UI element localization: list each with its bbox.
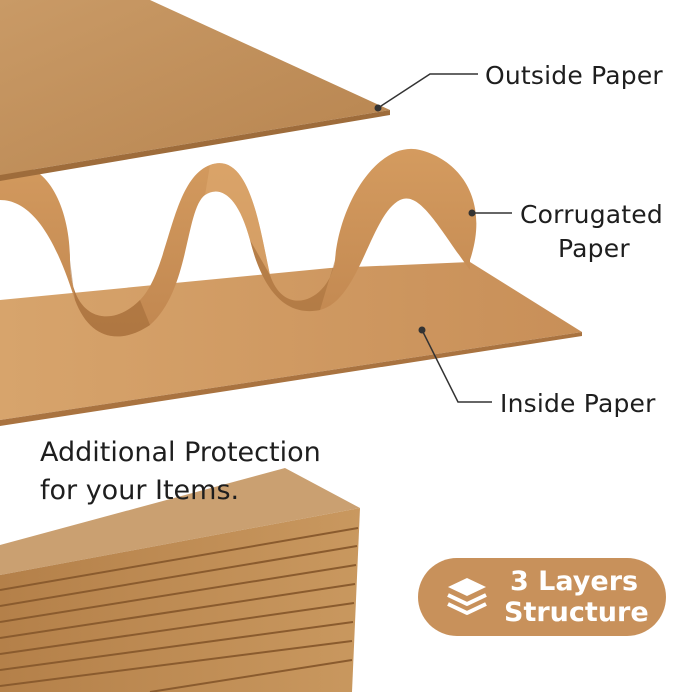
badge-line1: 3 Layers (510, 566, 639, 597)
outside-paper-leader (377, 73, 478, 109)
layers-icon (447, 578, 487, 615)
outside-paper-edge (0, 110, 390, 181)
flute-shadow-1 (70, 260, 150, 337)
corrugated-label-line2: Paper (558, 234, 630, 263)
outside-paper-sheet (0, 0, 390, 175)
inside-paper-sheet (0, 262, 582, 420)
badge-text: 3 Layers Structure (504, 566, 649, 628)
inside-paper-leader (421, 329, 492, 403)
tagline-line1: Additional Protection (40, 437, 321, 468)
corrugated-label-line1: Corrugated (520, 200, 663, 229)
badge-line2: Structure (504, 597, 649, 628)
protection-tagline: Additional Protection for your Items. (40, 434, 321, 510)
corrugated-sheet-stack (0, 508, 360, 692)
flute-crest-shading (205, 163, 270, 275)
outside-paper-label: Outside Paper (485, 61, 663, 90)
corrugated-paper-label: Corrugated Paper (520, 198, 663, 266)
three-layers-badge: 3 Layers Structure (418, 558, 666, 636)
corrugated-flute-layer (0, 148, 477, 337)
stack-top-sheet (0, 468, 360, 575)
inside-paper-edge (0, 332, 582, 426)
inside-paper-label: Inside Paper (500, 389, 656, 418)
flute-shadow-2 (250, 240, 335, 312)
tagline-line2: for your Items. (40, 475, 240, 506)
